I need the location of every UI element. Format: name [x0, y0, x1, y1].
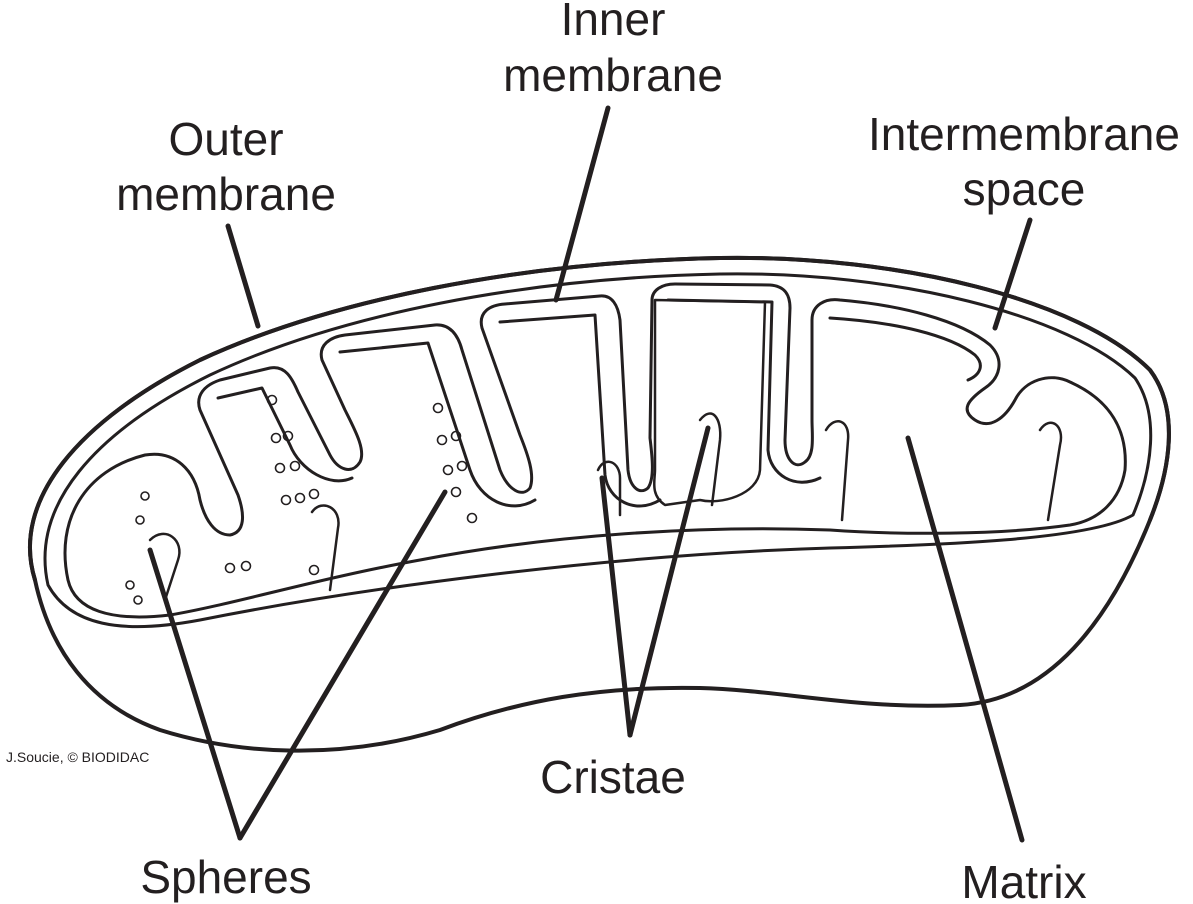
label-intermembrane-space-line1: Intermembrane: [868, 108, 1180, 160]
spheres-group: [125, 394, 478, 605]
leader-outer-membrane: [225, 223, 261, 329]
leader-cristae-right: [627, 425, 711, 738]
label-cristae: Cristae: [540, 751, 686, 803]
label-outer-membrane-line1: Outer: [168, 113, 283, 165]
leader-intermembrane-space: [992, 217, 1033, 331]
leader-matrix: [905, 435, 1025, 843]
label-matrix: Matrix: [961, 856, 1086, 904]
leader-lines: [147, 105, 1033, 843]
label-intermembrane-space-line2: space: [963, 163, 1086, 215]
leader-spheres-left: [147, 547, 243, 841]
outer-membrane-shape: [28, 255, 1171, 753]
leader-inner-membrane: [553, 105, 611, 303]
label-inner-membrane-line1: Inner: [561, 0, 666, 45]
inner-membrane-shape: [63, 282, 1127, 619]
label-outer-membrane-line2: membrane: [116, 168, 336, 220]
credit-text: J.Soucie, © BIODIDAC: [6, 749, 149, 765]
leader-spheres-right: [237, 489, 448, 841]
label-inner-membrane-line2: membrane: [503, 49, 723, 101]
label-spheres: Spheres: [140, 851, 311, 903]
leader-cristae-left: [599, 475, 633, 738]
